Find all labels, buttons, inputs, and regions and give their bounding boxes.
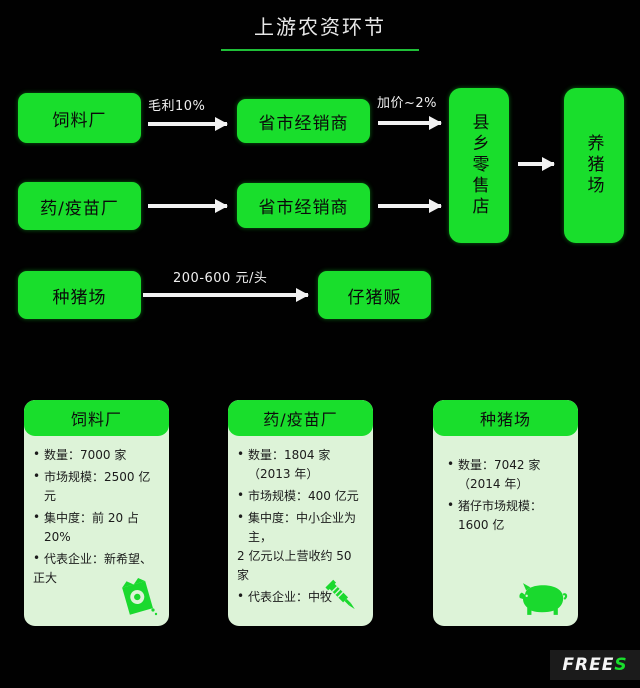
card-bullet: 集中度：前 20 占 20% (33, 508, 162, 547)
arrow-label-gross-margin: 毛利10% (148, 99, 206, 114)
card-body: 数量：7000 家 市场规模：2500 亿元 集中度：前 20 占 20% 代表… (33, 445, 162, 591)
card-body: 数量：1804 家（2013 年） 市场规模：400 亿元 集中度：中小企业为主… (237, 445, 366, 610)
title-underline (221, 49, 419, 51)
arrow-dist-to-retail-2 (378, 199, 442, 213)
card-bullet: 数量：7042 家 （2014 年） (447, 455, 571, 494)
card-bullet: 市场规模：2500 亿元 (33, 467, 162, 506)
flow-node-drug-vaccine-mill[interactable]: 药/疫苗厂 (18, 182, 141, 230)
flow-node-provincial-distributor-1[interactable]: 省市经销商 (237, 99, 370, 143)
card-bullet-text: 代表企业：新希望、 (44, 552, 153, 566)
flow-node-feed-mill[interactable]: 饲料厂 (18, 93, 141, 143)
card-bullet-text: 数量：7042 家 (458, 458, 541, 472)
flow-node-pig-farm[interactable]: 养猪场 (564, 88, 624, 243)
info-card-feed-mill[interactable]: 饲料厂 数量：7000 家 市场规模：2500 亿元 集中度：前 20 占 20… (24, 400, 169, 626)
flow-node-label: 省市经销商 (258, 198, 349, 218)
card-bullet-text: 猪仔市场规模： (458, 499, 543, 513)
card-bullet: 代表企业：新希望、 正大 (33, 549, 162, 588)
card-bullet-continuation: 1600 亿 (458, 518, 505, 532)
flow-node-label: 省市经销商 (258, 113, 349, 134)
flow-node-label: 养猪场 (583, 134, 604, 197)
flow-node-county-retail-store[interactable]: 县乡零售店 (449, 88, 509, 243)
card-bullet-continuation: 2 亿元以上营收约 50 家 (237, 549, 352, 582)
arrow-label-piglet-price: 200-600 元/头 (173, 271, 268, 286)
flow-node-label: 仔猪贩 (347, 287, 402, 308)
page-title: 上游农资环节 (254, 15, 386, 39)
card-bullet-text: 代表企业：中牧 (248, 590, 333, 604)
arrow-breeding-to-piglet-dealer (143, 288, 309, 302)
card-bullet-text: 市场规模：400 亿元 (248, 489, 359, 503)
feed-bag-icon (122, 578, 158, 616)
card-title: 药/疫苗厂 (263, 410, 338, 429)
card-bullet-text: 集中度：前 20 占 20% (44, 511, 139, 544)
brand-logo-s: S (614, 655, 628, 675)
card-header: 种猪场 (433, 400, 578, 436)
flow-node-provincial-distributor-2[interactable]: 省市经销商 (237, 183, 370, 228)
card-bullet-continuation: 正大 (33, 571, 58, 585)
card-title: 种猪场 (479, 410, 531, 429)
info-card-drug-vaccine[interactable]: 药/疫苗厂 数量：1804 家（2013 年） 市场规模：400 亿元 集中度：… (228, 400, 373, 626)
flow-node-label: 县乡零售店 (468, 113, 489, 218)
card-bullet-text: 数量：7000 家 (44, 448, 127, 462)
card-bullet: 集中度：中小企业为主， 2 亿元以上营收约 50 家 (237, 508, 366, 585)
title-block: 上游农资环节 (0, 14, 640, 51)
flow-node-breeding-farm[interactable]: 种猪场 (18, 271, 141, 319)
card-bullet-continuation: （2014 年） (458, 477, 529, 491)
arrow-retail-to-pig-farm (518, 157, 555, 171)
card-bullet: 市场规模：400 亿元 (237, 486, 366, 506)
arrow-dist-to-retail-1 (378, 116, 442, 130)
flow-node-label: 饲料厂 (52, 110, 107, 131)
arrow-feed-to-dist (148, 117, 228, 131)
info-card-breeding-farm[interactable]: 种猪场 数量：7042 家 （2014 年） 猪仔市场规模： 1600 亿 (433, 400, 578, 626)
card-body: 数量：7042 家 （2014 年） 猪仔市场规模： 1600 亿 (447, 455, 571, 538)
card-title: 饲料厂 (70, 410, 122, 429)
flow-node-piglet-dealer[interactable]: 仔猪贩 (318, 271, 431, 319)
card-header: 药/疫苗厂 (228, 400, 373, 436)
card-bullet-text: 集中度：中小企业为主， (248, 511, 357, 544)
card-bullet-text: 市场规模：2500 亿元 (44, 470, 151, 503)
card-header: 饲料厂 (24, 400, 169, 436)
card-bullet-text: 数量：1804 家（2013 年） (248, 448, 331, 481)
brand-logo-free: FREE (562, 655, 615, 675)
syringe-icon (325, 579, 355, 610)
flow-node-label: 种猪场 (52, 287, 107, 308)
card-bullet: 代表企业：中牧 (237, 587, 366, 607)
arrow-drug-to-dist (148, 199, 228, 213)
card-bullet: 数量：7000 家 (33, 445, 162, 465)
arrow-label-markup: 加价~2% (377, 96, 438, 111)
flow-node-label: 药/疫苗厂 (40, 198, 119, 219)
card-bullet: 数量：1804 家（2013 年） (237, 445, 366, 484)
card-bullet: 猪仔市场规模： 1600 亿 (447, 496, 571, 535)
pig-icon (519, 583, 568, 615)
